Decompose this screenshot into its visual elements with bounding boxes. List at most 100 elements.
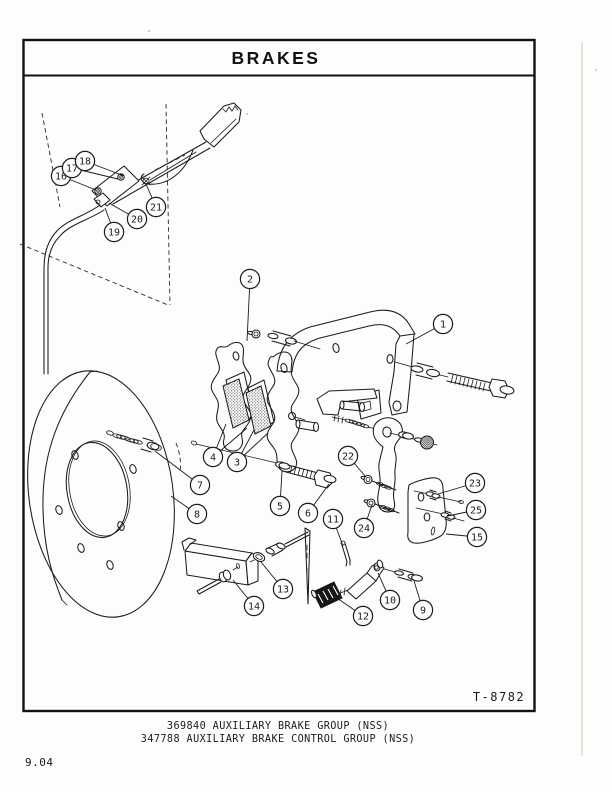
- scan-specks: [148, 30, 597, 115]
- callout-balloon: [103, 221, 125, 243]
- spring-pin-7: [106, 430, 162, 453]
- callout-2: 2: [239, 268, 261, 342]
- caption-line-2: 347788 AUXILIARY BRAKE CONTROL GROUP (NS…: [141, 734, 415, 745]
- callout-number: 6: [305, 509, 311, 520]
- callout-balloon: [297, 502, 319, 524]
- callout-23: 23: [437, 472, 486, 495]
- callout-balloon: [189, 474, 211, 496]
- callout-balloon: [465, 499, 487, 521]
- callout-21: 21: [145, 183, 167, 218]
- bolt-6-threads: [289, 465, 313, 479]
- callout-number: 17: [66, 164, 78, 175]
- figure-ref: T-8782: [473, 690, 525, 704]
- callout-6: 6: [297, 483, 330, 524]
- spring-12: [310, 581, 343, 609]
- callout-balloon: [322, 508, 344, 530]
- callout-balloon: [226, 451, 248, 473]
- disc-rim-edge: [42, 371, 91, 601]
- control-cable: [43, 204, 105, 375]
- linkage-group: [181, 527, 423, 609]
- callout-18: 18: [74, 150, 125, 177]
- callout-balloon: [186, 503, 208, 525]
- callout-balloon: [243, 595, 265, 617]
- cable-end-13: [249, 531, 310, 563]
- stud-nut-22: [360, 474, 397, 491]
- lever-grip: [199, 102, 242, 148]
- bell-crank: [372, 417, 403, 513]
- callout-4: 4: [202, 423, 248, 468]
- pad-friction-1: [222, 378, 250, 429]
- callout-balloon: [466, 526, 488, 548]
- bolt-1-with-spacer: [394, 361, 515, 399]
- callout-number: 25: [470, 506, 482, 517]
- callout-balloon: [145, 196, 167, 218]
- disc-hub-hole: [65, 441, 129, 539]
- callout-8: 8: [170, 495, 208, 525]
- callout-20: 20: [108, 202, 148, 230]
- control-bracket-15: [407, 477, 465, 544]
- callout-number: 20: [131, 215, 143, 226]
- callout-9: 9: [412, 580, 434, 621]
- brake-disc: [27, 370, 181, 618]
- callout-1: 1: [405, 313, 454, 345]
- bracket-side-plate: [388, 333, 415, 416]
- callout-number: 19: [108, 228, 120, 239]
- eyebolt: [287, 411, 297, 421]
- brake-pads: [222, 371, 275, 435]
- callout-number: 16: [55, 172, 67, 183]
- callout-number: 15: [471, 533, 483, 544]
- callout-14: 14: [232, 579, 265, 617]
- callout-balloon: [432, 313, 454, 335]
- callout-balloon: [74, 150, 96, 172]
- callout-balloon: [379, 589, 401, 611]
- page-title: BRAKES: [232, 48, 321, 68]
- anchor-plate: [316, 388, 378, 416]
- callout-10: 10: [377, 572, 401, 611]
- callout-22: 22: [337, 445, 367, 478]
- pad-friction-2: [245, 385, 272, 435]
- callout-balloon: [269, 495, 291, 517]
- callout-number: 13: [277, 585, 289, 596]
- callout-number: 23: [469, 479, 481, 490]
- channel-bracket: [181, 537, 259, 586]
- callout-13: 13: [260, 561, 294, 600]
- callout-number: 1: [440, 320, 446, 331]
- anchor-pins-group: [287, 388, 384, 433]
- bolt-6-head: [313, 469, 334, 489]
- callout-11: 11: [322, 508, 344, 547]
- callout-number: 24: [358, 524, 370, 535]
- callout-number: 10: [384, 596, 396, 607]
- callout-19: 19: [103, 207, 125, 243]
- pawl-clip: [141, 176, 151, 186]
- disc-bolt-holes: [55, 450, 137, 570]
- cable-clamp: [93, 192, 111, 208]
- stud-nut-24: [363, 498, 400, 514]
- callout-number: 14: [248, 602, 260, 613]
- callout-number: 11: [327, 515, 339, 526]
- bushing-23: [413, 489, 464, 504]
- callout-balloon: [272, 578, 294, 600]
- callout-number: 7: [197, 481, 203, 492]
- callout-5: 5: [269, 470, 291, 517]
- callout-balloon: [352, 605, 374, 627]
- callout-number: 21: [150, 203, 162, 214]
- callout-balloon: [464, 472, 486, 494]
- long-rod: [304, 527, 311, 605]
- mounting-bracket: [276, 309, 416, 420]
- callouts: 1234567891011121314151617181920212223242…: [50, 150, 488, 627]
- callout-number: 12: [357, 612, 369, 623]
- callout-7: 7: [154, 450, 211, 496]
- caption-line-1: 369840 AUXILIARY BRAKE GROUP (NSS): [167, 721, 389, 732]
- rod-14: [196, 563, 241, 595]
- callout-24: 24: [353, 504, 375, 539]
- callout-number: 8: [194, 510, 200, 521]
- callout-number: 5: [277, 502, 283, 513]
- cotter-pin-11: [340, 540, 351, 567]
- callout-12: 12: [333, 595, 374, 627]
- callout-leader: [246, 278, 251, 342]
- disc-outer-edge: [27, 370, 175, 618]
- lever-release-loop: [140, 149, 194, 185]
- callout-balloon: [202, 446, 224, 468]
- hand-lever-assembly: [43, 102, 242, 375]
